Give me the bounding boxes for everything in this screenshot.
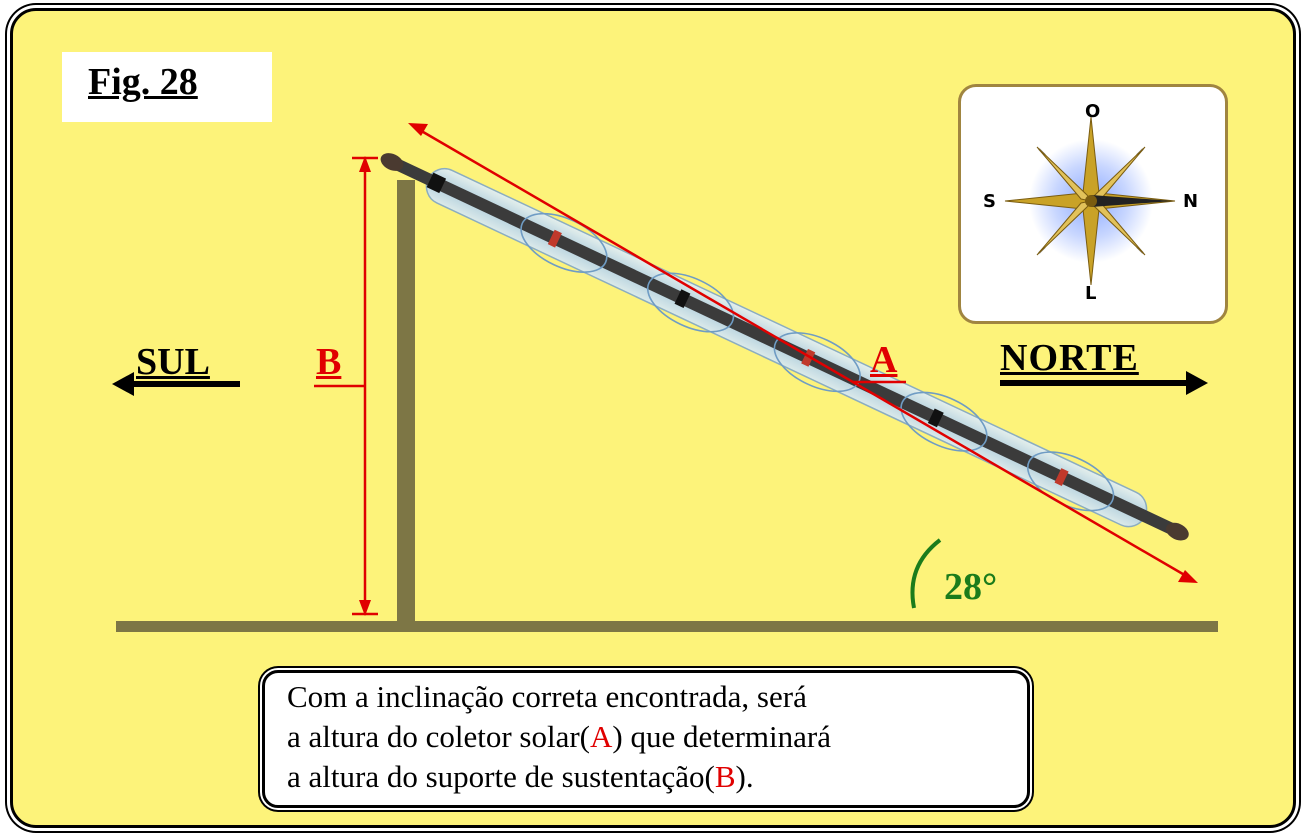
caption-box: Com a inclinação correta encontrada, ser…	[262, 670, 1030, 808]
compass-box: O L S N	[958, 84, 1228, 324]
collector-joints	[426, 172, 1069, 487]
solar-collector	[380, 153, 1189, 541]
collector-pipe	[389, 156, 1180, 538]
caption-line-3: a altura do suporte de sustentação(B).	[287, 759, 754, 795]
north-arrow	[1000, 371, 1208, 395]
direction-south-label: SUL	[136, 341, 210, 383]
ground-line	[116, 621, 1218, 632]
compass-south-label: S	[983, 191, 996, 212]
figure-label-box: Fig. 28	[62, 52, 272, 122]
collector-length-label: A	[870, 339, 898, 381]
caption-line-2-prefix: a altura do coletor solar(	[287, 719, 590, 754]
caption-line-2: a altura do coletor solar(A) que determi…	[287, 719, 831, 755]
caption-line-3-mark: B	[714, 759, 736, 794]
support-post	[397, 180, 415, 624]
caption-line-1: Com a inclinação correta encontrada, ser…	[287, 679, 807, 714]
measure-a-arrow	[408, 123, 1198, 583]
compass-east-label: L	[1085, 283, 1097, 304]
caption-line-2-suffix: ) que determinará	[612, 719, 831, 754]
compass-rose-icon	[1004, 116, 1176, 286]
caption-line-3-prefix: a altura do suporte de sustentação(	[287, 759, 715, 794]
angle-arc	[910, 538, 942, 609]
compass-west-label: O	[1085, 101, 1101, 122]
compass-north-label: N	[1183, 191, 1199, 212]
angle-label: 28°	[944, 566, 998, 608]
direction-north-label: NORTE	[1000, 337, 1139, 379]
caption-line-2-mark: A	[589, 719, 613, 754]
collector-end-bottom	[1166, 522, 1189, 541]
figure-label: Fig. 28	[88, 61, 198, 103]
south-arrow	[112, 372, 240, 396]
collector-end-top	[380, 153, 404, 171]
support-height-label: B	[316, 341, 342, 383]
compass-needle	[1091, 195, 1173, 207]
measure-b-arrow	[314, 156, 378, 616]
caption-line-3-suffix: ).	[735, 759, 754, 794]
